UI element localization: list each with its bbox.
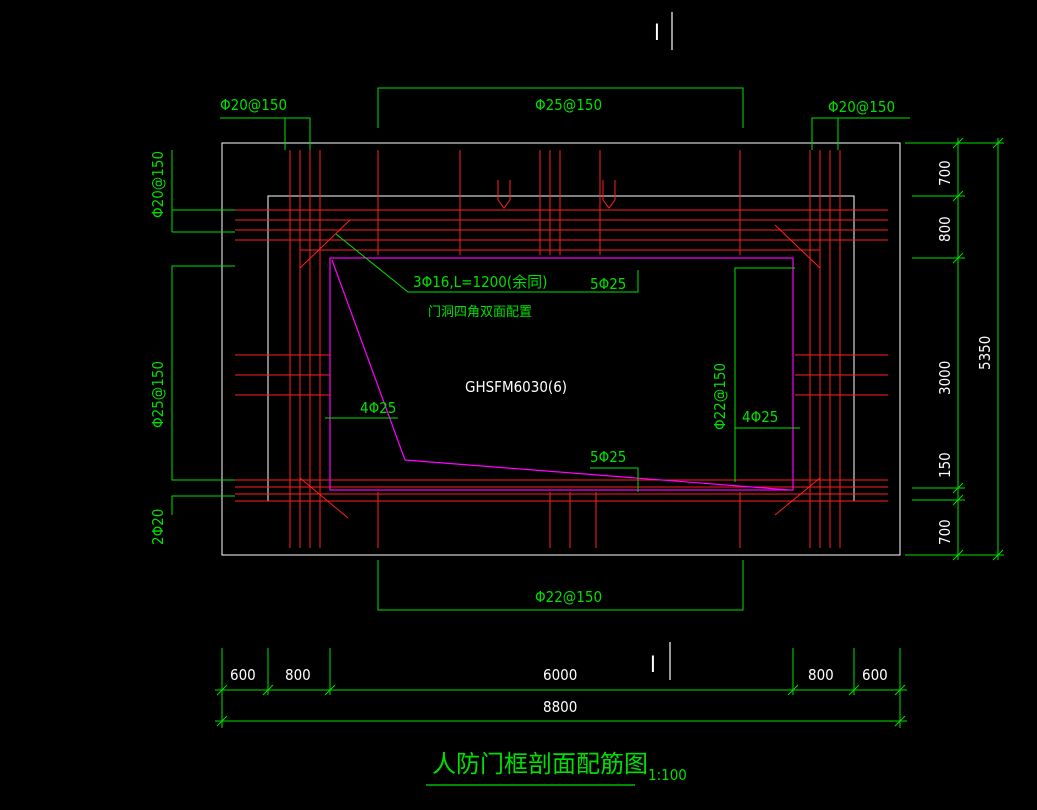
- dim-right-2: 800: [936, 216, 954, 242]
- section-mark-top-label: I: [654, 21, 660, 46]
- dim-bottom-3: 6000: [543, 666, 577, 684]
- label-top-right: Φ20@150: [828, 98, 895, 116]
- section-mark-bottom: I: [650, 642, 671, 680]
- drawing-scale: 1:100: [648, 766, 687, 784]
- label-top-opening: 5Φ25: [590, 275, 626, 293]
- dim-right-5: 700: [936, 519, 954, 545]
- section-mark-top: I: [654, 12, 673, 50]
- dim-right-total: 5350: [976, 336, 994, 370]
- section-mark-bottom-label: I: [650, 653, 656, 678]
- dim-right-3: 3000: [936, 361, 954, 395]
- dim-right-4: 150: [936, 452, 954, 478]
- label-left-middle: Φ25@150: [149, 361, 167, 428]
- dim-bottom-5: 600: [862, 666, 888, 684]
- wall-outline: [221, 142, 901, 556]
- rebar-horizontal: [235, 209, 888, 502]
- dimension-right: [905, 137, 1004, 561]
- dim-right-1: 700: [936, 160, 954, 186]
- door-model-label: GHSFM6030(6): [465, 378, 567, 396]
- rebar-vertical: [289, 150, 841, 548]
- label-bottom-center: Φ22@150: [535, 588, 602, 606]
- label-corner-note: 门洞四角双面配置: [428, 305, 532, 320]
- label-corner-bars: 3Φ16,L=1200(余同): [413, 273, 547, 291]
- label-bottom-opening: 5Φ25: [590, 448, 626, 466]
- label-top-left: Φ20@150: [220, 96, 287, 114]
- label-left-bottom: 2Φ20: [149, 509, 167, 545]
- dim-bottom-total: 8800: [543, 698, 577, 716]
- label-right-middle: Φ22@150: [711, 363, 729, 430]
- rebar-hooks: [497, 180, 616, 209]
- drawing-title: 人防门框剖面配筋图: [432, 750, 648, 778]
- label-left-opening: 4Φ25: [360, 399, 396, 417]
- dim-bottom-1: 600: [230, 666, 256, 684]
- dim-bottom-2: 800: [285, 666, 311, 684]
- label-top-center: Φ25@150: [535, 96, 602, 114]
- dimension-bottom: [215, 648, 907, 728]
- frame-inner-outline: [267, 195, 855, 502]
- door-opening: [329, 257, 794, 491]
- label-right-opening: 4Φ25: [742, 408, 778, 426]
- dim-bottom-4: 800: [808, 666, 834, 684]
- rebar-corner-diagonals: [299, 219, 821, 519]
- leader-lines: [171, 87, 910, 611]
- label-left-upper: Φ20@150: [149, 151, 167, 218]
